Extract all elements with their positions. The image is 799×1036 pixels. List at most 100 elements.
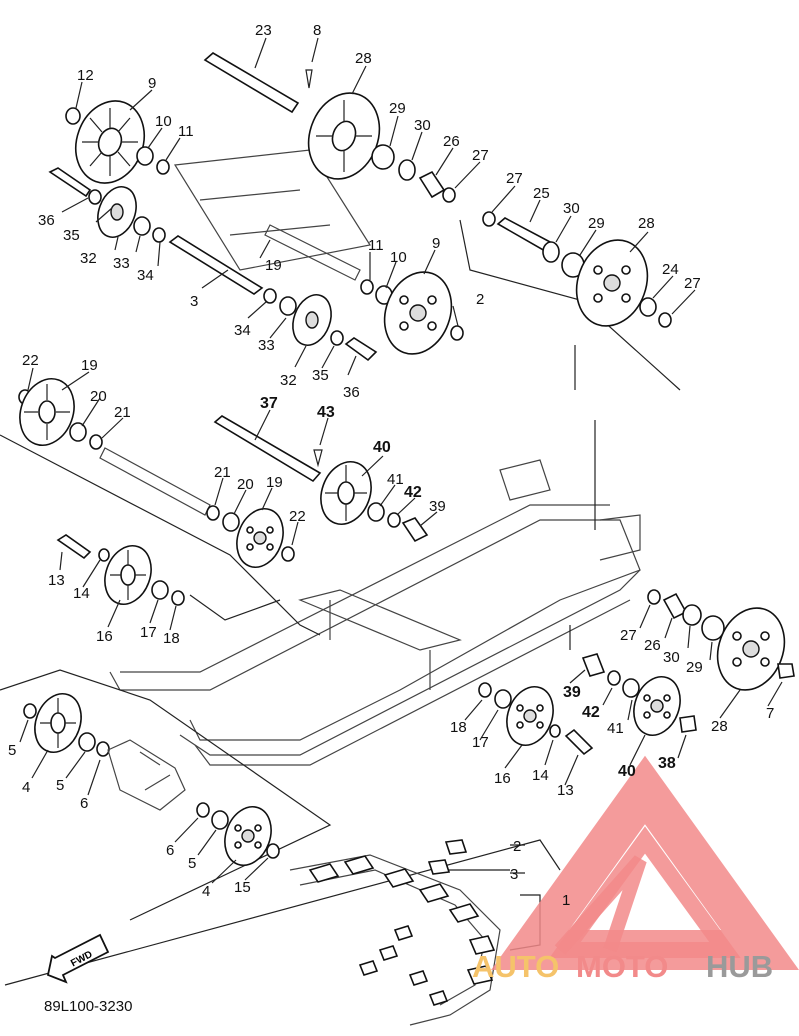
label-42: 42 (404, 484, 422, 501)
label-33: 33 (113, 255, 130, 272)
collar-18b (478, 682, 492, 698)
wheel-40-upper (320, 461, 372, 525)
label-14: 14 (73, 585, 90, 602)
drive-axle (107, 739, 186, 811)
label-1: 1 (562, 892, 570, 909)
label-21: 21 (114, 404, 131, 421)
bearing-5b (78, 732, 96, 752)
label-13b: 13 (557, 782, 574, 799)
bearing-5c (211, 810, 229, 830)
label-11: 11 (178, 123, 194, 140)
label-38: 38 (658, 755, 676, 772)
wheel-16-right (506, 686, 554, 746)
label-12: 12 (77, 67, 94, 84)
spacer-39a (401, 517, 429, 543)
bolt-13a (56, 534, 92, 560)
collar-11b (360, 279, 374, 295)
wheel-4-left (34, 693, 82, 753)
label-3: 3 (190, 293, 198, 310)
label-29: 29 (389, 100, 406, 117)
label-26b: 26 (644, 637, 661, 654)
label-18: 18 (163, 630, 180, 647)
watermark-brand-2: MOTO (576, 949, 668, 984)
label-16b: 16 (494, 770, 511, 787)
washer-27a (442, 187, 456, 203)
label-39: 39 (429, 498, 446, 515)
label-11b: 11 (368, 237, 384, 254)
label-20: 20 (90, 388, 107, 405)
label-6b: 6 (166, 842, 174, 859)
label-29c: 29 (686, 659, 703, 676)
collar-6a (96, 741, 110, 757)
nut-12 (65, 107, 81, 125)
callout-leaders (19, 37, 783, 884)
nut-2a (450, 325, 464, 341)
wheel-9-upper (75, 100, 145, 184)
label-28: 28 (355, 50, 372, 67)
label-41: 41 (387, 471, 404, 488)
label-10b: 10 (390, 249, 407, 266)
label-41b: 41 (607, 720, 624, 737)
leader-lines (0, 219, 681, 986)
clip-3 (427, 859, 451, 875)
washer-35b (330, 330, 344, 346)
label-19: 19 (265, 257, 282, 274)
label-28c: 28 (711, 718, 728, 735)
label-28b: 28 (638, 215, 655, 232)
washer-35a (88, 189, 102, 205)
part-labels: 23 8 28 12 9 10 11 29 30 26 27 27 25 30 … (8, 22, 774, 909)
label-5b: 5 (56, 777, 64, 794)
axle-19b (99, 447, 211, 516)
label-37: 37 (260, 395, 278, 412)
label-5: 5 (8, 742, 16, 759)
label-27c: 27 (684, 275, 701, 292)
label-27b: 27 (506, 170, 523, 187)
label-40: 40 (373, 439, 391, 456)
wheel-19-left (19, 378, 75, 446)
grease-nipple-8 (305, 69, 313, 89)
bolt-36a (48, 167, 92, 198)
label-6: 6 (80, 795, 88, 812)
label-35: 35 (63, 227, 80, 244)
collar-21a (89, 434, 103, 450)
shaft-37 (213, 415, 322, 483)
collar-42b (607, 670, 621, 686)
collar-21b (206, 505, 220, 521)
label-36b: 36 (343, 384, 360, 401)
label-26: 26 (443, 133, 460, 150)
bearing-41b (622, 678, 640, 698)
bearing-29c (701, 615, 725, 641)
track-belt (289, 854, 501, 1026)
label-16: 16 (96, 628, 113, 645)
label-29b: 29 (588, 215, 605, 232)
label-14b: 14 (532, 767, 549, 784)
nut-5a (23, 703, 37, 719)
bearing-10a (136, 146, 154, 166)
collar-30b (542, 241, 560, 263)
collar-11a (156, 159, 170, 175)
label-39b: 39 (563, 684, 581, 701)
shaft-23 (203, 52, 300, 114)
label-17: 17 (140, 624, 157, 641)
clip-2 (444, 839, 468, 855)
bolt-36b (344, 337, 378, 362)
axle-19a (264, 224, 361, 281)
wheel-28-upper (307, 92, 381, 180)
label-17b: 17 (472, 734, 489, 751)
label-22: 22 (22, 352, 39, 369)
label-32b: 32 (280, 372, 297, 389)
label-8: 8 (313, 22, 321, 39)
label-18b: 18 (450, 719, 467, 736)
spacer-39b (581, 653, 606, 677)
label-9: 9 (148, 75, 156, 92)
label-30b: 30 (563, 200, 580, 217)
label-3b: 3 (510, 866, 518, 883)
bearing-20a (69, 422, 87, 442)
bearing-17a (151, 580, 169, 600)
wheel-19-mid (236, 508, 284, 568)
label-43: 43 (317, 404, 335, 421)
label-33b: 33 (258, 337, 275, 354)
bearing-24 (639, 297, 657, 317)
washer-27d (647, 589, 661, 605)
